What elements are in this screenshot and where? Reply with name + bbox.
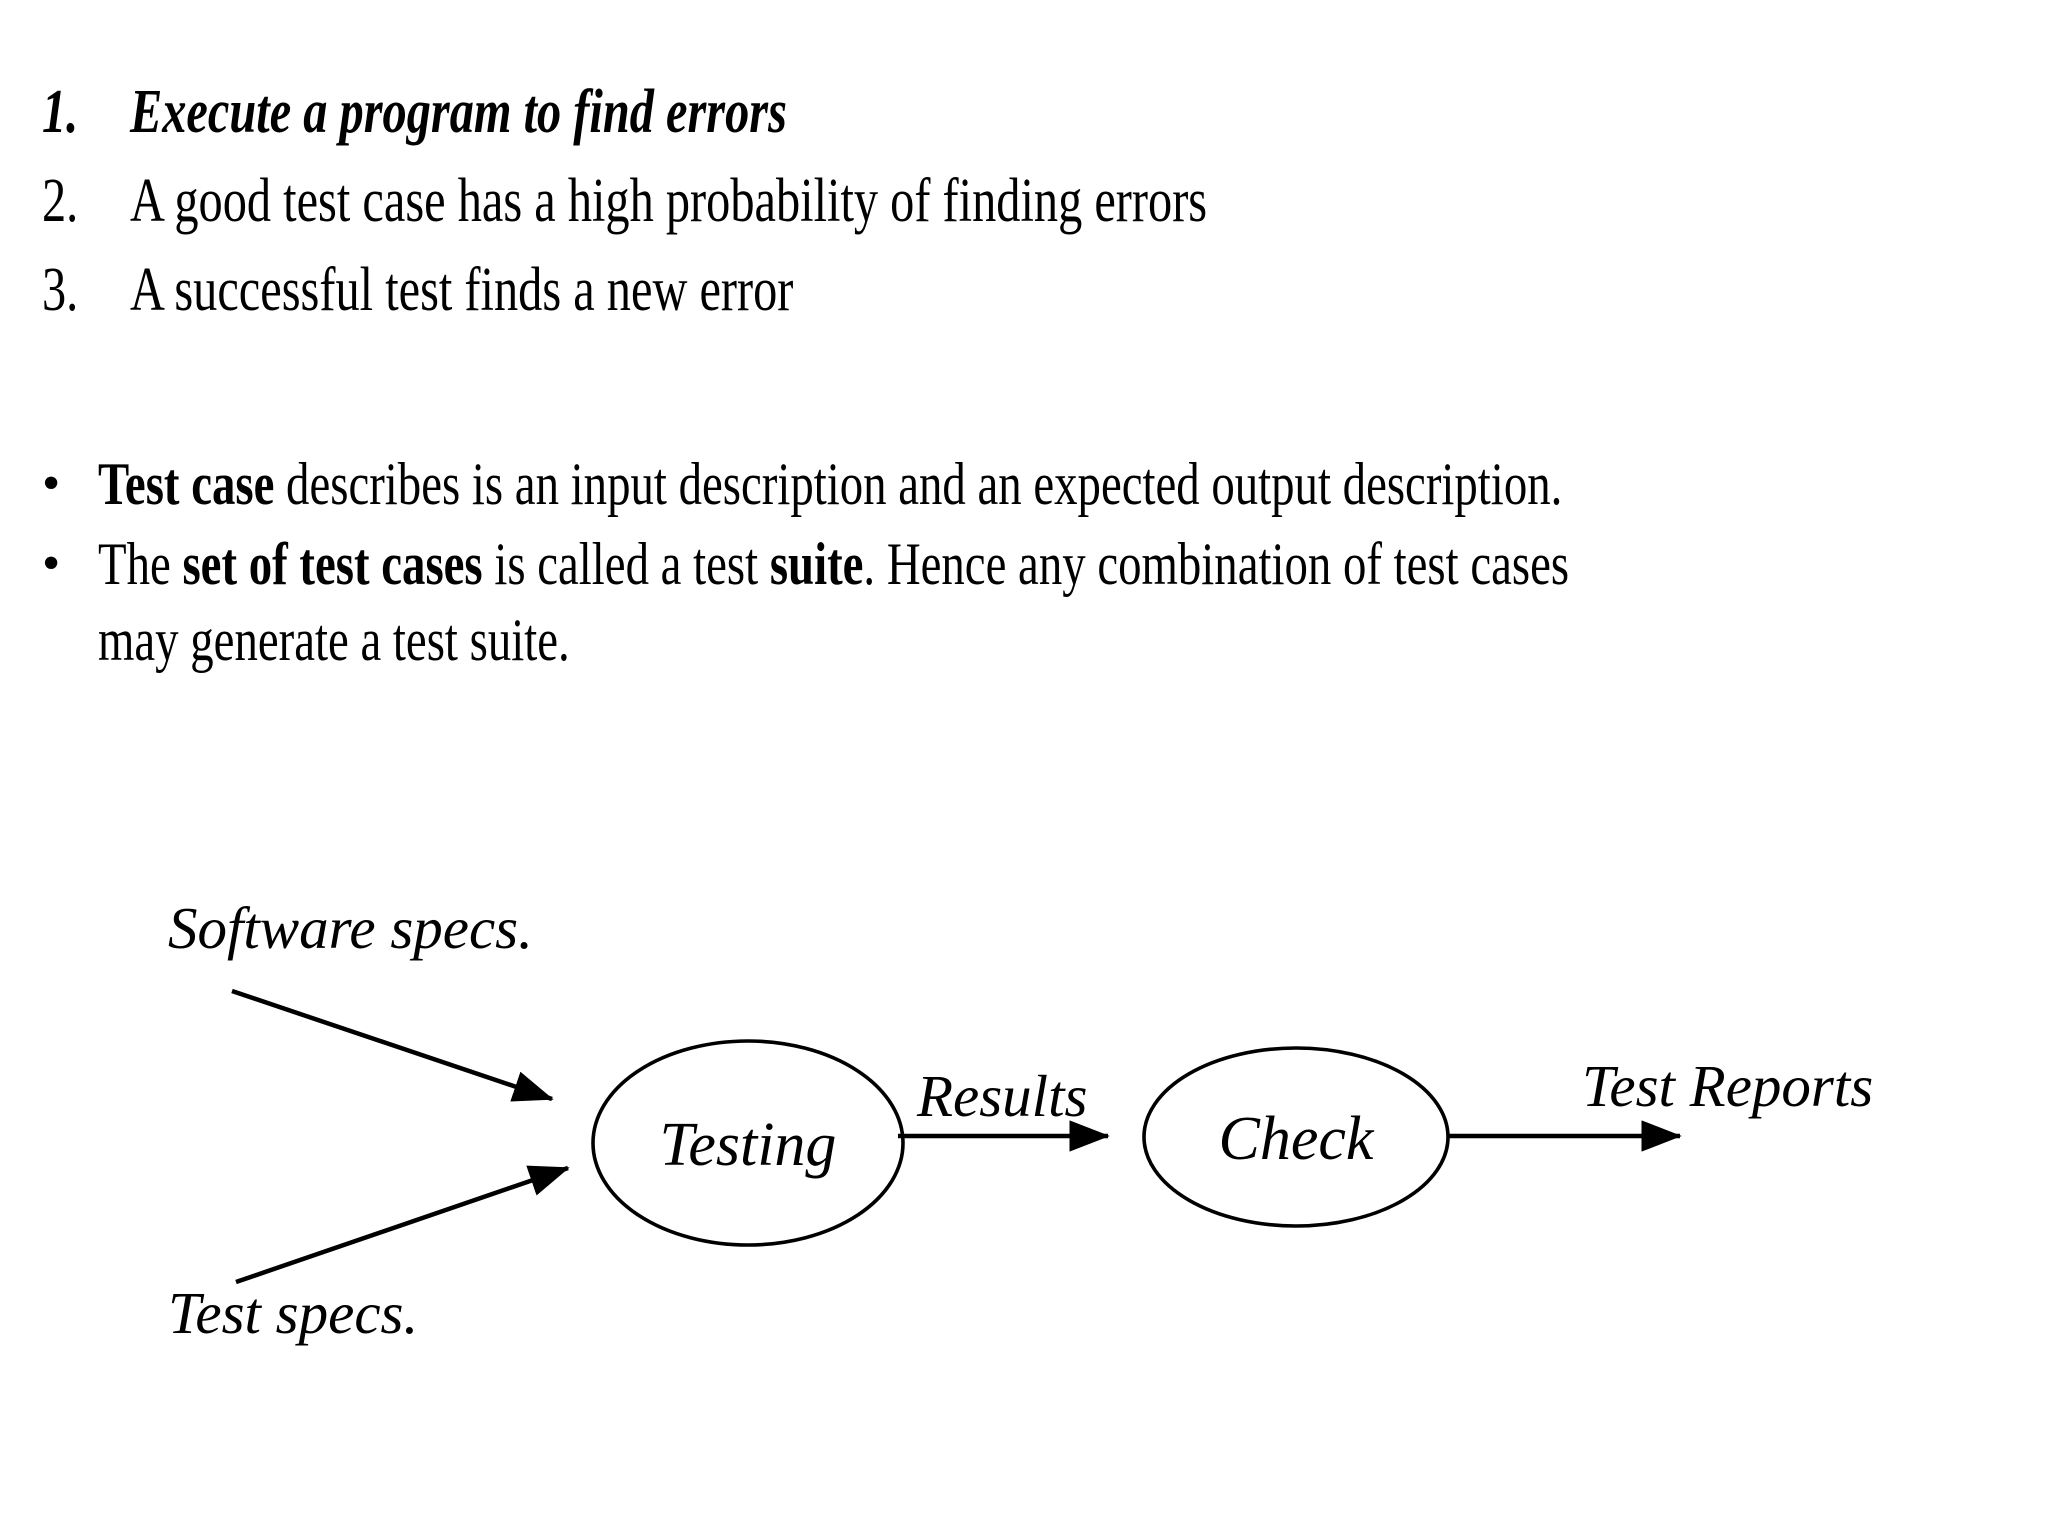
numbered-list: 1. Execute a program to find errors 2. A… [42, 74, 2032, 341]
numbered-list-item-2: 2. A good test case has a high probabili… [42, 163, 2032, 239]
node-testing-label: Testing [660, 1111, 837, 1179]
bullet-list-item-2: • The set of test cases is called a test… [42, 526, 2042, 678]
list-number-1: 1. [42, 78, 79, 146]
bullet-list: • Test case describes is an input descri… [42, 446, 2042, 682]
text-run-3: suite [769, 531, 864, 597]
text-run-4: . Hence any combination of test cases ma… [98, 531, 1570, 673]
bullet-text-2: The set of test cases is called a test s… [98, 526, 1614, 678]
edge-label-results: Results [916, 1063, 1087, 1129]
list-number-2: 2. [42, 167, 79, 235]
list-text-1: Execute a program to find errors [130, 78, 787, 146]
text-run-0: The [98, 531, 183, 597]
edge-label-test-reports: Test Reports [1582, 1053, 1873, 1119]
bullet-marker-icon: • [42, 535, 61, 592]
list-text-2: A good test case has a high probability … [130, 167, 1208, 235]
node-check-label: Check [1219, 1105, 1375, 1173]
text-run-0: Test case [98, 451, 275, 517]
arrow-software-specs-to-testing [231, 988, 554, 1102]
text-run-1: describes is an input description and an… [274, 451, 1563, 517]
diagram-input-label-software-specs: Software specs. [168, 895, 533, 961]
numbered-list-item-3: 3. A successful test finds a new error [42, 252, 2032, 328]
list-number-3: 3. [42, 256, 79, 324]
text-run-1: set of test cases [182, 531, 483, 597]
arrow-test-specs-to-testing [235, 1165, 570, 1285]
bullet-text-1: Test case describes is an input descript… [98, 446, 1614, 522]
bullet-marker-icon: • [42, 455, 61, 512]
numbered-list-item-1: 1. Execute a program to find errors [42, 74, 2032, 150]
list-text-3: A successful test finds a new error [130, 256, 794, 324]
bullet-list-item-1: • Test case describes is an input descri… [42, 446, 2042, 522]
node-testing-ellipse[interactable] [591, 1039, 905, 1247]
testing-flow-diagram: Software specs. Testing Results Check Te… [0, 860, 2048, 1346]
text-run-2: is called a test [482, 531, 770, 597]
diagram-input-label-test-specs: Test specs. [168, 1280, 418, 1346]
